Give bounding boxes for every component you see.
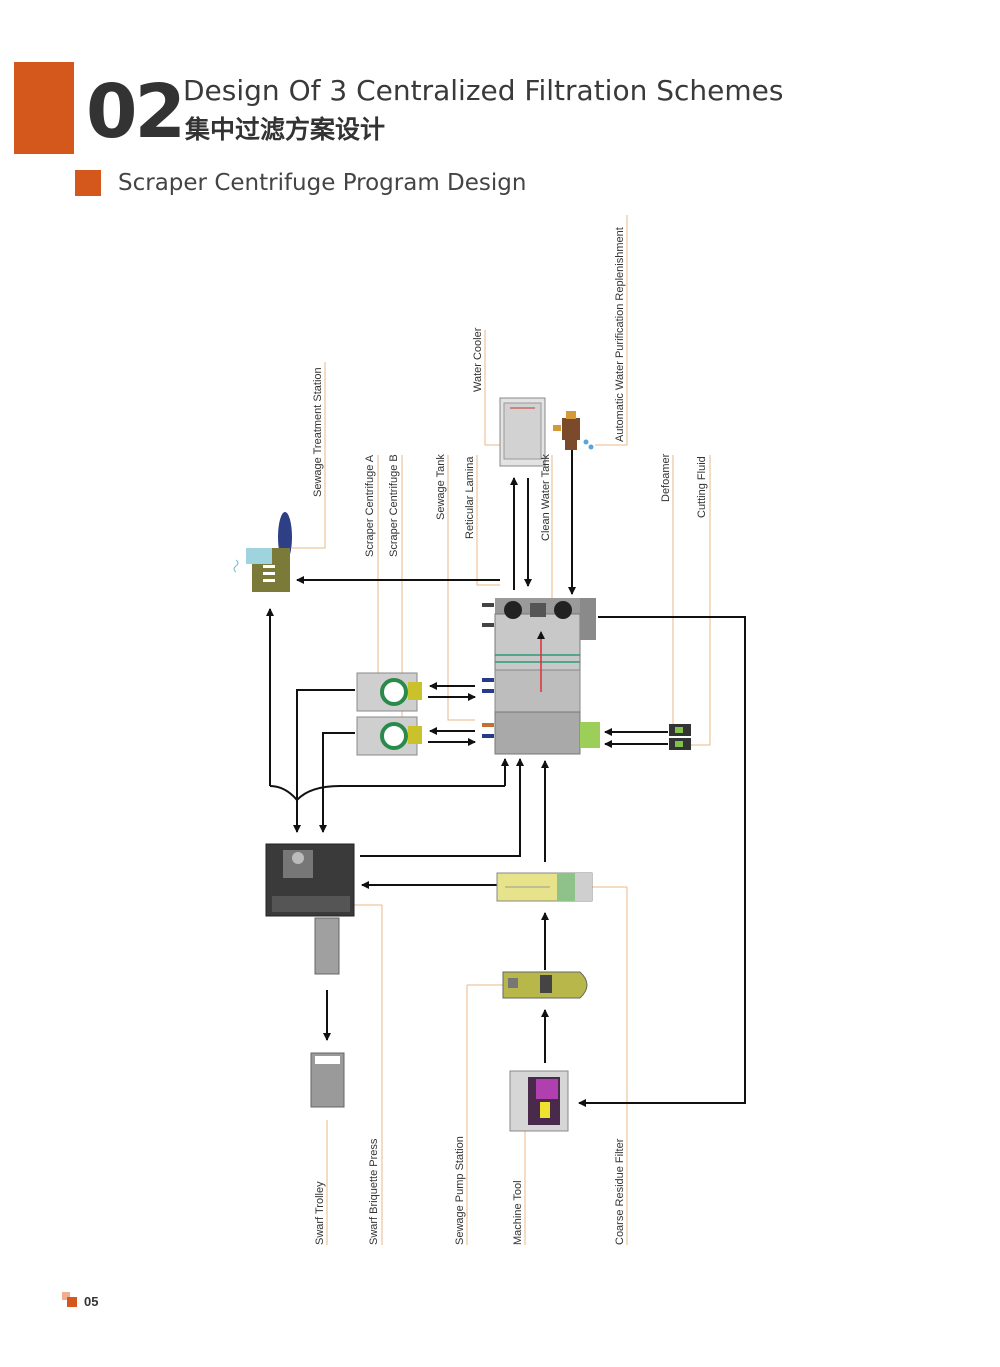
water-replenishment-graphic [553,411,594,450]
swarf-briquette-press-graphic [265,843,355,975]
label-scraper-centrifuge-a: Scraper Centrifuge A [364,454,376,557]
scraper-centrifuge-b-graphic [356,716,422,756]
footer-mark-dark [67,1297,77,1307]
section-number: 02 [86,69,186,155]
page-title-cn: 集中过滤方案设计 [185,115,386,144]
label-reticular-lamina: Reticular Lamina [464,456,476,539]
page-title: Design Of 3 Centralized Filtration Schem… [183,74,784,107]
label-auto-water-purification: Automatic Water Purification Replenishme… [614,227,626,442]
main-filtration-tank [482,598,600,755]
swarf-trolley-graphic [310,1052,345,1108]
label-swarf-trolley: Swarf Trolley [314,1181,326,1245]
coarse-residue-filter-graphic [496,872,593,902]
sewage-pump-station-graphic [502,971,588,999]
label-cutting-fluid: Cutting Fluid [696,456,708,518]
header-accent-bar [14,62,74,154]
label-machine-tool: Machine Tool [512,1180,524,1245]
sewage-treatment-station-graphic [233,512,292,592]
footer-mark-light [62,1292,70,1300]
label-swarf-briquette-press: Swarf Briquette Press [368,1138,380,1245]
page-number: 05 [84,1294,99,1309]
label-clean-water-tank: Clean Water Tank [540,454,552,541]
label-coarse-residue-filter: Coarse Residue Filter [614,1138,626,1245]
label-scraper-centrifuge-b: Scraper Centrifuge B [388,454,400,557]
label-sewage-pump-station: Sewage Pump Station [454,1136,466,1245]
label-sewage-treatment-station: Sewage Treatment Station [312,367,324,497]
section-subtitle: Scraper Centrifuge Program Design [118,170,527,196]
dosing-pumps-graphic [669,724,691,750]
machine-tool-graphic [509,1070,569,1132]
label-water-cooler: Water Cooler [472,327,484,392]
label-defoamer: Defoamer [660,453,672,502]
subtitle-bullet [75,170,101,196]
scraper-centrifuge-a-graphic [356,672,422,712]
label-sewage-tank: Sewage Tank [435,454,447,520]
water-cooler-graphic [499,397,546,467]
